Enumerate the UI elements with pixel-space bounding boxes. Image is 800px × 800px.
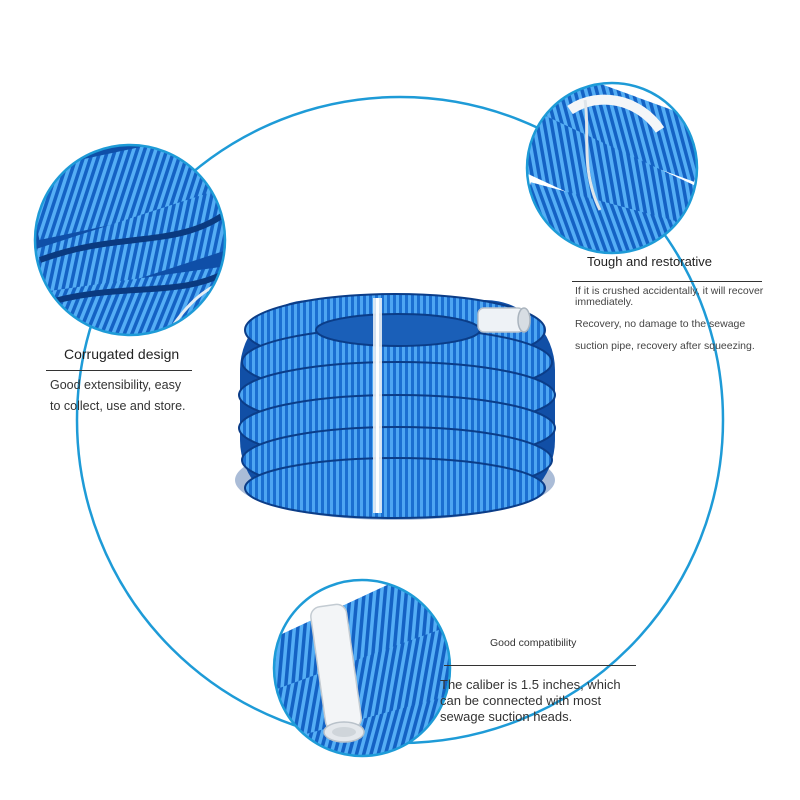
- corrugated-divider: [46, 370, 192, 371]
- compat-divider: [444, 665, 636, 666]
- corrugated-detail-image: [35, 145, 225, 335]
- corrugated-desc-line-1: Good extensibility, easy: [50, 378, 182, 392]
- compat-title: Good compatibility: [490, 637, 577, 649]
- tough-detail-image: [527, 83, 697, 253]
- tough-divider: [572, 281, 762, 282]
- tough-desc-line-4: suction pipe, recovery after squeezing.: [575, 340, 755, 352]
- pvc-fitting-detail: [310, 603, 365, 743]
- tough-title: Tough and restorative: [587, 254, 713, 269]
- tough-desc-line-1: If it is crushed accidentally, it will r…: [575, 285, 764, 297]
- corrugated-title: Corrugated design: [64, 346, 180, 362]
- hose-coil-image: [235, 293, 556, 520]
- compat-desc-line-1: The caliber is 1.5 inches, which: [440, 677, 621, 692]
- compat-desc-line-3: sewage suction heads.: [440, 709, 573, 724]
- compatibility-detail-image: [274, 580, 450, 756]
- compat-desc-line-2: can be connected with most: [440, 693, 602, 708]
- hose-end-fitting: [477, 307, 531, 333]
- tough-desc-line-3: Recovery, no damage to the sewage: [575, 318, 746, 330]
- tough-desc-line-2: immediately.: [575, 296, 634, 308]
- corrugated-desc-line-2: to collect, use and store.: [50, 399, 186, 413]
